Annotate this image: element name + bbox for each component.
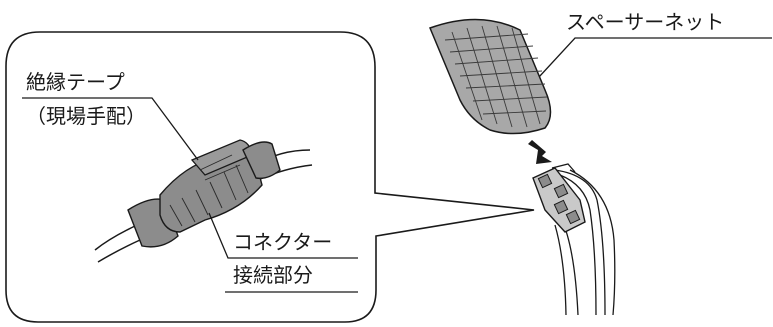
- connector-label: コネクター: [233, 230, 333, 254]
- spacer-net-illustration: [429, 18, 552, 135]
- down-arrow-icon: [528, 140, 552, 164]
- connection-part-label: 接続部分: [233, 263, 313, 287]
- insulation-tape-label: 絶縁テープ: [26, 70, 125, 94]
- spacer-net-label: スペーサーネット: [566, 10, 725, 34]
- taped-connector-illustration: [94, 139, 313, 263]
- leader-lines: [22, 37, 772, 293]
- insulation-tape-note: （現場手配）: [26, 104, 146, 128]
- connector-bundle-illustration: [532, 163, 616, 316]
